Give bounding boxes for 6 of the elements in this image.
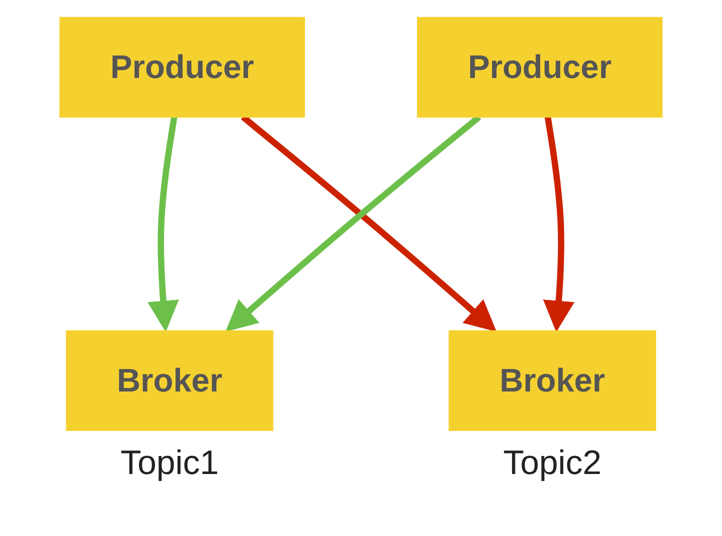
arrow	[148, 116, 179, 332]
node-box: Producer	[417, 16, 663, 118]
node-box: Broker	[66, 330, 274, 431]
arrow	[543, 116, 574, 332]
node-box: Producer	[59, 16, 305, 118]
node-box: Broker	[448, 330, 656, 431]
